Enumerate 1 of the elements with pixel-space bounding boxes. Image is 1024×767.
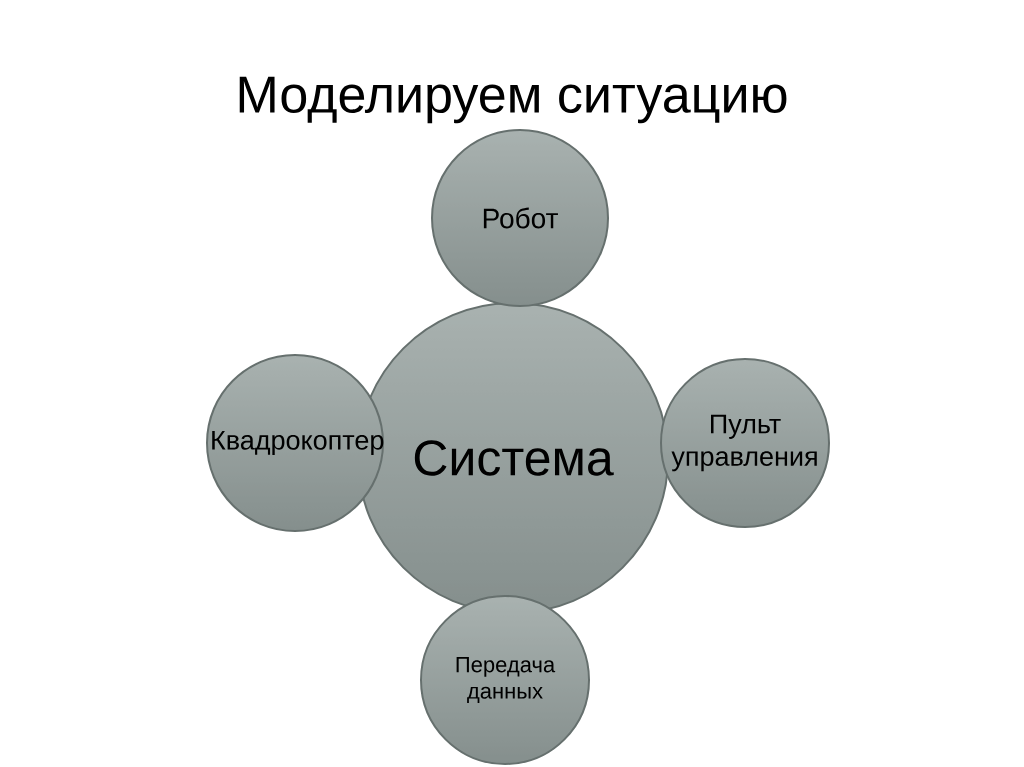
title: Моделируем ситуацию [239, 76, 787, 124]
